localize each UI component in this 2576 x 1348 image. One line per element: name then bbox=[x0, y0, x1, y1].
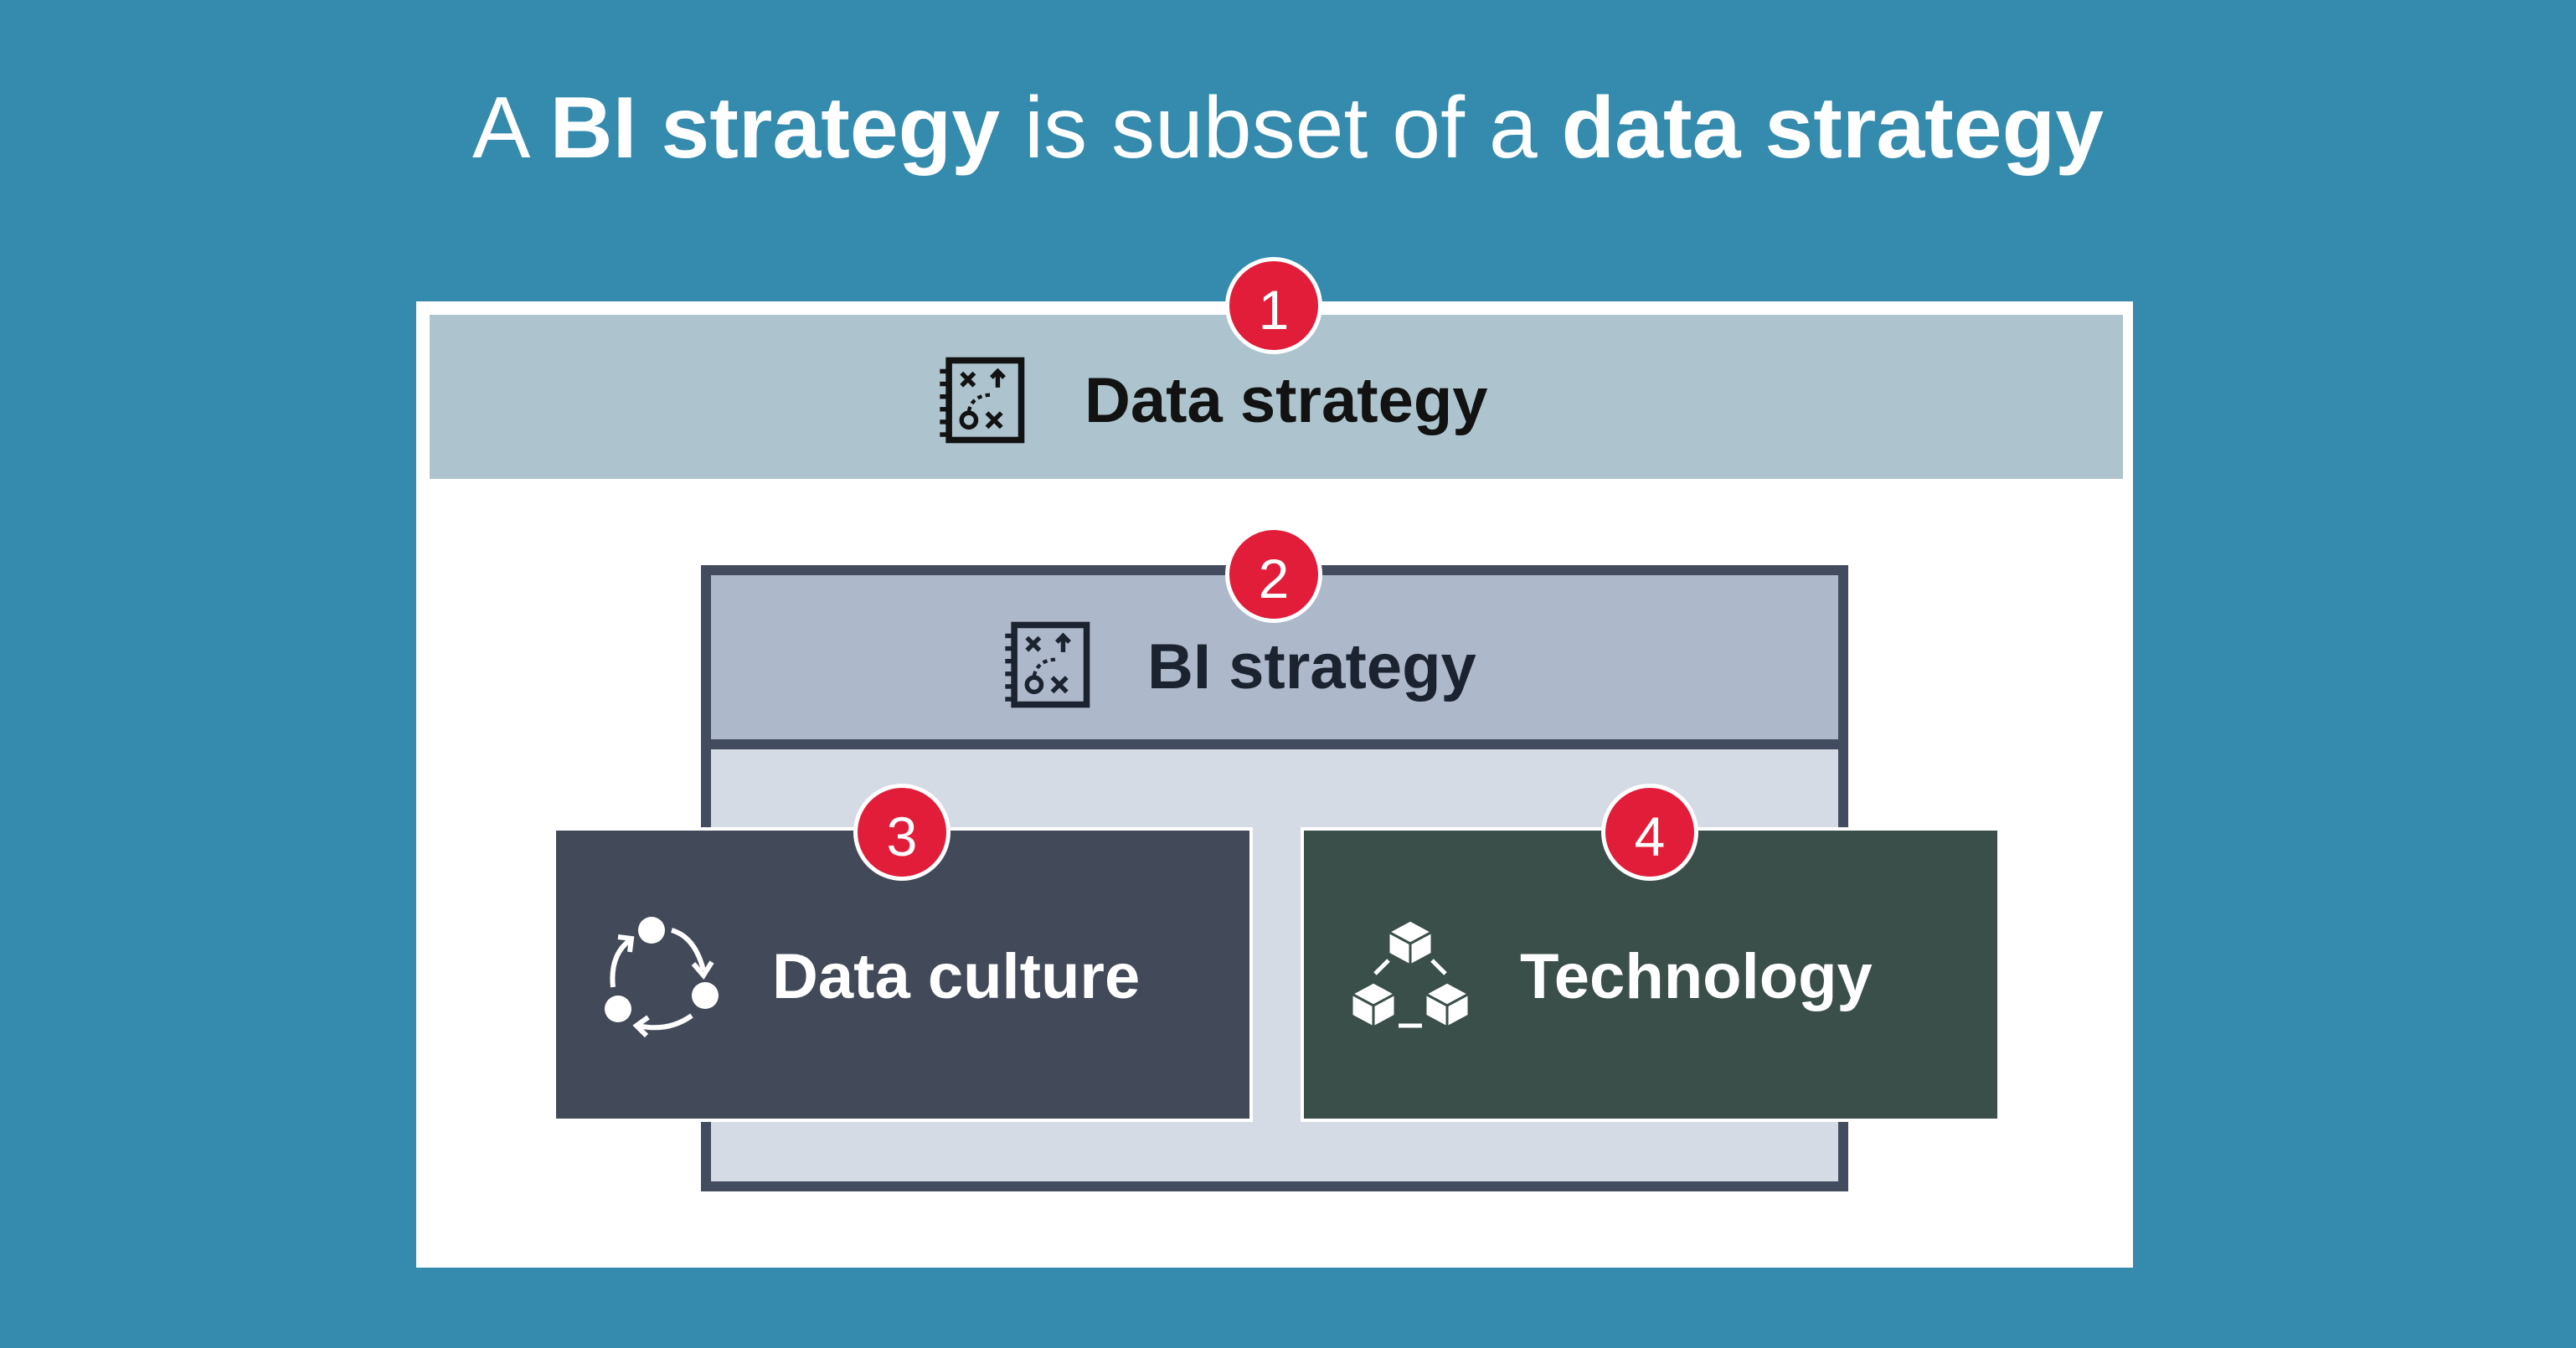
technology-icon bbox=[1350, 918, 1471, 1029]
data-culture-icon bbox=[605, 917, 719, 1038]
title-part-4: data strategy bbox=[1561, 80, 2104, 177]
data-culture-badge: 3 bbox=[853, 784, 951, 881]
bi-strategy-label: BI strategy bbox=[1147, 631, 1476, 702]
bi-strategy-badge: 2 bbox=[1225, 526, 1322, 623]
technology-label: Technology bbox=[1520, 941, 1873, 1012]
data-strategy-icon bbox=[940, 357, 1025, 444]
data-strategy-label: Data strategy bbox=[1084, 365, 1488, 436]
technology-badge: 4 bbox=[1601, 784, 1698, 881]
bi-strategy-icon bbox=[1005, 621, 1090, 708]
title-part-3: is subset of a bbox=[1000, 80, 1562, 177]
title-part-2: BI strategy bbox=[549, 80, 1001, 177]
page-title: A BI strategy is subset of a data strate… bbox=[0, 74, 2576, 183]
title-part-1: A bbox=[472, 80, 550, 177]
data-strategy-badge: 1 bbox=[1225, 257, 1322, 354]
data-culture-label: Data culture bbox=[772, 941, 1141, 1012]
